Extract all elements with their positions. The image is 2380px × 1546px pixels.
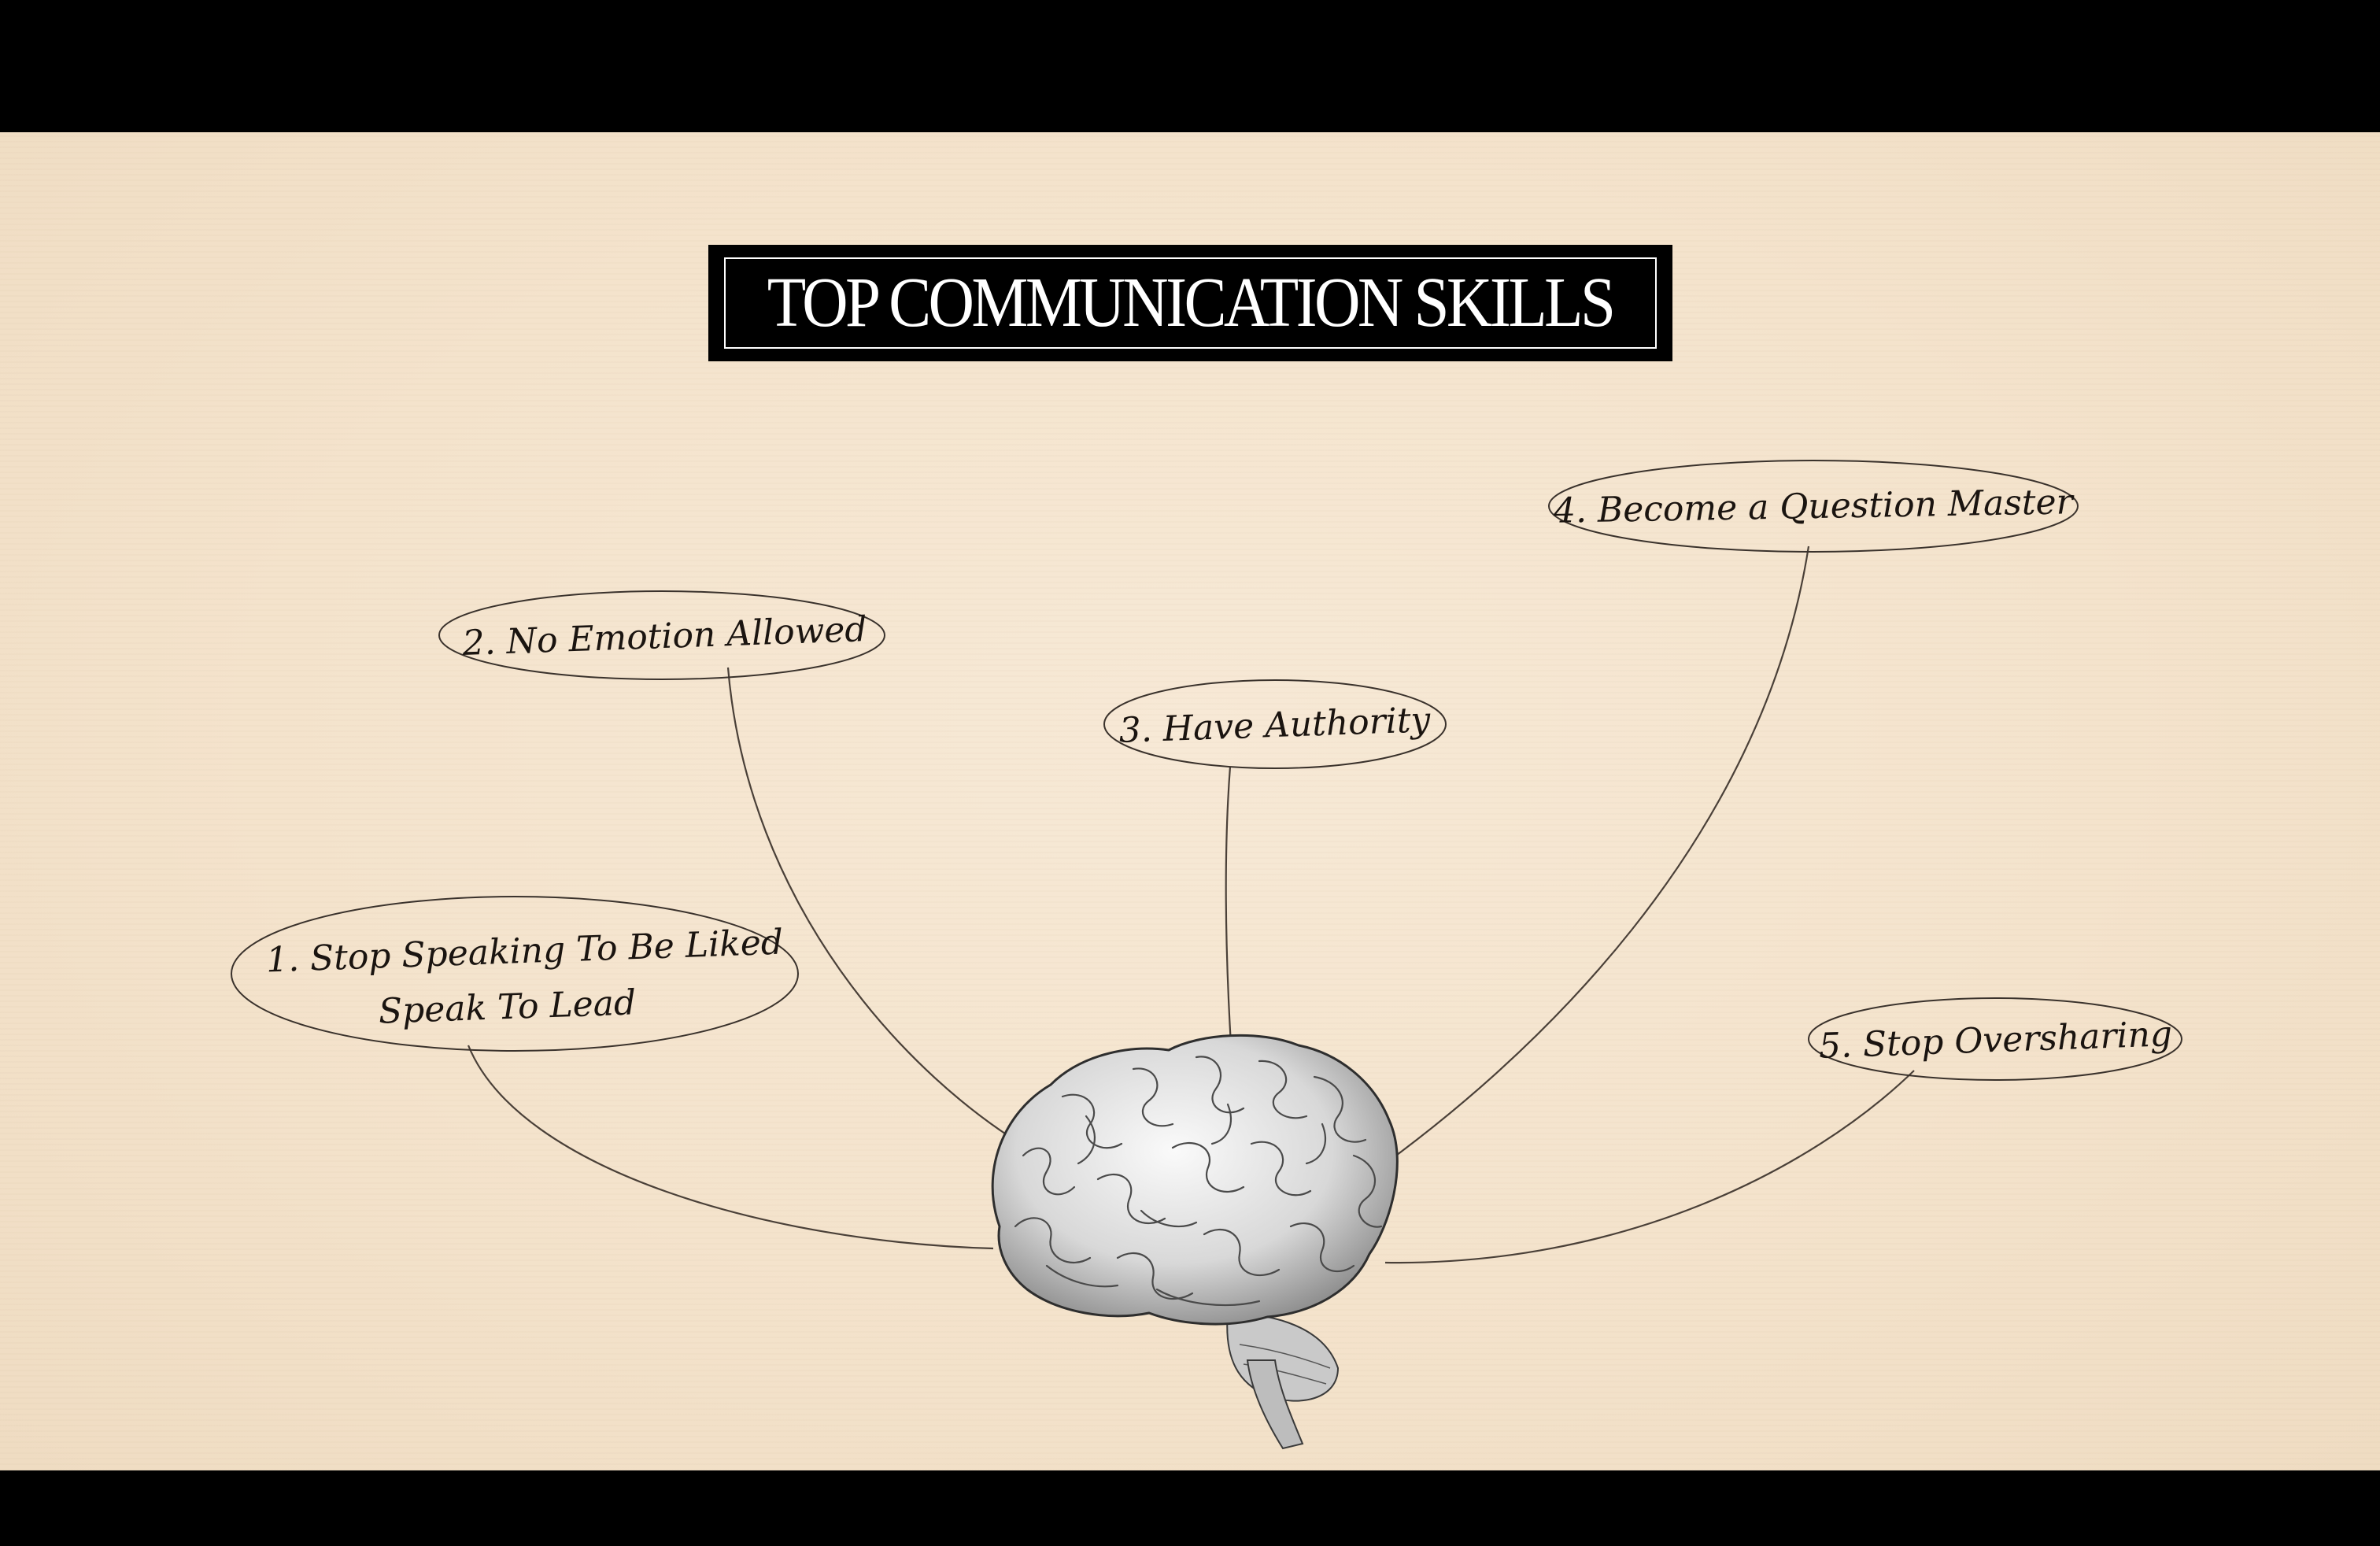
connector-2 bbox=[726, 667, 1036, 1153]
letterbox-top bbox=[0, 0, 2380, 132]
node-oval-1 bbox=[231, 896, 799, 1052]
title-box: TOP COMMUNICATION SKILLS bbox=[708, 245, 1672, 361]
letterbox-bottom bbox=[0, 1470, 2380, 1546]
brain-icon bbox=[991, 1034, 1399, 1450]
node-label-4: 4. Become a Question Master bbox=[1553, 482, 2075, 531]
node-oval-5 bbox=[1808, 997, 2182, 1081]
node-label-2: 2. No Emotion Allowed bbox=[461, 609, 868, 664]
connector-4 bbox=[1351, 546, 1810, 1188]
slide: TOP COMMUNICATION SKILLS 1. Stop Speakin… bbox=[0, 132, 2380, 1470]
node-label-3: 3. Have Authority bbox=[1118, 700, 1432, 751]
node-oval-2 bbox=[438, 590, 885, 680]
connector-5 bbox=[1384, 1070, 1915, 1264]
connector-1 bbox=[467, 1045, 994, 1250]
node-oval-4 bbox=[1548, 460, 2079, 553]
title-frame: TOP COMMUNICATION SKILLS bbox=[724, 257, 1657, 349]
page-title: TOP COMMUNICATION SKILLS bbox=[767, 264, 1616, 342]
node-label-1-line-1: 1. Stop Speaking To Be Liked bbox=[265, 923, 784, 981]
node-label-1-line-2: Speak To Lead bbox=[378, 982, 637, 1031]
node-label-5: 5. Stop Oversharing bbox=[1818, 1014, 2173, 1067]
node-oval-3 bbox=[1103, 679, 1447, 769]
mind-map: 1. Stop Speaking To Be Liked Speak To Le… bbox=[231, 460, 2182, 1450]
